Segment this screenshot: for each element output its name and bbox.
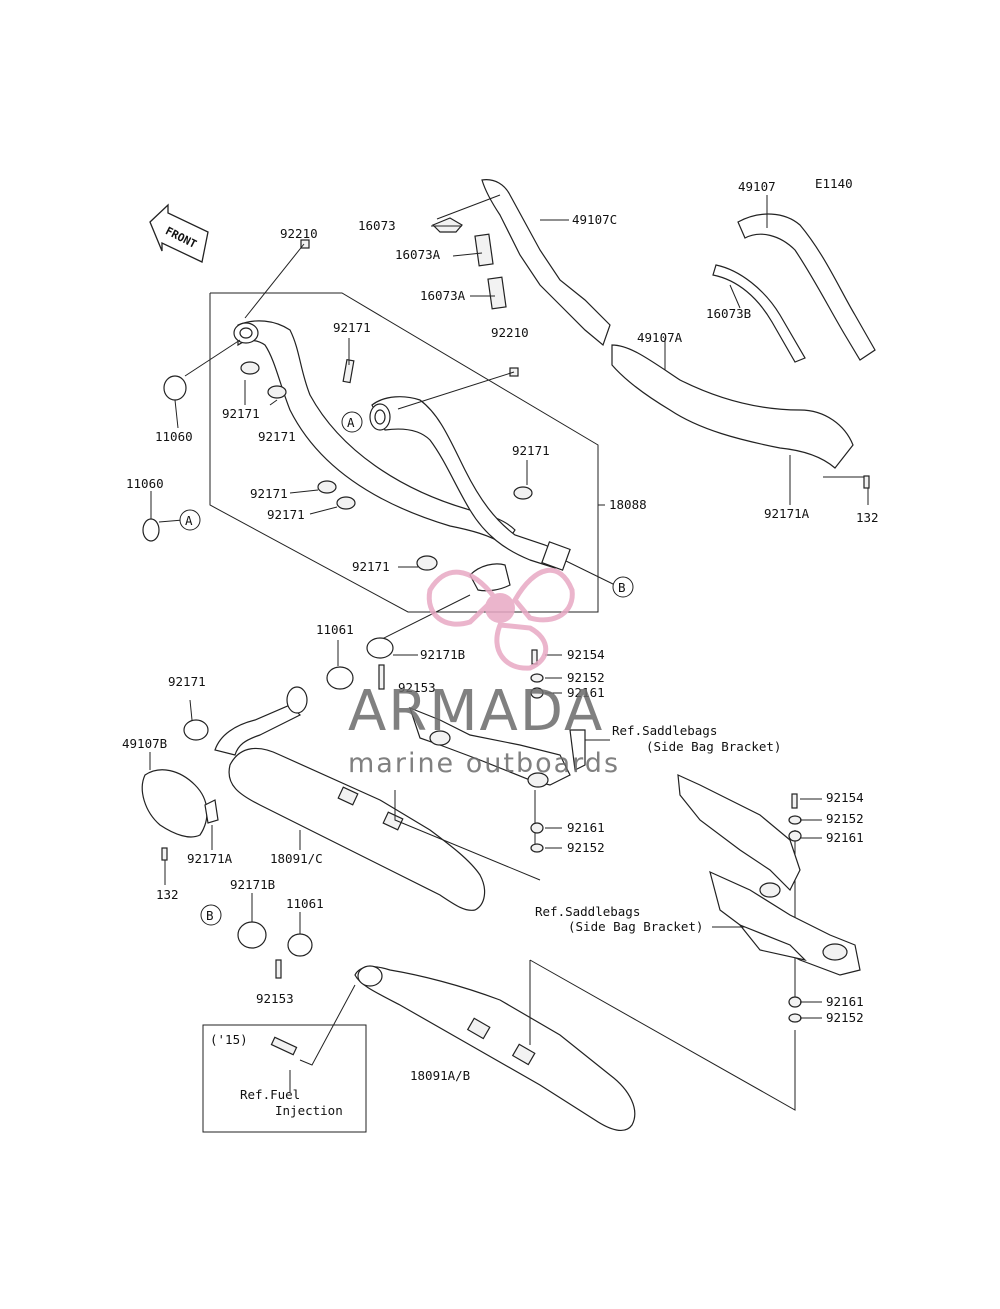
callout-b-left-label: B	[206, 908, 214, 923]
muffler-18091AB	[354, 965, 636, 1132]
label-ref-fuel-a: Ref.Fuel	[240, 1087, 300, 1102]
hardware-bolts-washers	[161, 475, 870, 1023]
label-16073A-2: 16073A	[420, 288, 466, 303]
label-92161-4: 92161	[826, 994, 864, 1009]
pad-16073	[431, 217, 463, 233]
label-92171-6: 92171	[512, 443, 550, 458]
clamp-92171B-upper	[366, 637, 418, 659]
label-92153-2: 92153	[256, 991, 294, 1006]
label-ref-saddle-2a: Ref.Saddlebags	[535, 904, 640, 919]
callout-b-right-label: B	[618, 580, 626, 595]
label-92171-3: 92171	[258, 429, 296, 444]
label-92161-1: 92161	[567, 685, 605, 700]
pad-16073A-2	[487, 276, 507, 310]
heat-shield-pad-16073B	[712, 264, 806, 363]
front-arrow-icon: FRONT	[149, 203, 209, 263]
label-132-2: 132	[156, 887, 179, 902]
label-92171A-1: 92171A	[764, 506, 810, 521]
label-16073: 16073	[358, 218, 396, 233]
label-ref-saddle-1b: (Side Bag Bracket)	[646, 739, 781, 754]
label-49107A: 49107A	[637, 330, 683, 345]
armada-watermark: ARMADA marine outboards	[348, 567, 620, 779]
label-inset-year: ('15)	[210, 1032, 248, 1047]
watermark-tagline: marine outboards	[348, 748, 620, 779]
label-16073B: 16073B	[706, 306, 751, 321]
label-92171-7: 92171	[352, 559, 390, 574]
part-labels: 16073 16073A 16073A 49107C 49107 16073B …	[122, 179, 879, 1118]
label-11060-1: 11060	[155, 429, 193, 444]
label-92152-3: 92152	[826, 811, 864, 826]
label-92154-2: 92154	[826, 790, 864, 805]
sleeve-11061-lower	[287, 912, 313, 957]
tip-shield-49107B	[141, 699, 219, 885]
diagram-code: E1140	[815, 176, 853, 191]
label-18091C: 18091/C	[270, 851, 323, 866]
label-92171B-2: 92171B	[230, 877, 275, 892]
label-92154-1: 92154	[567, 647, 605, 662]
label-92171-1: 92171	[333, 320, 371, 335]
label-92152-4: 92152	[826, 1010, 864, 1025]
label-11061-1: 11061	[316, 622, 354, 637]
label-ref-saddle-2b: (Side Bag Bracket)	[568, 919, 703, 934]
inset-fuel-injection	[202, 984, 367, 1133]
propeller-logo-icon	[426, 567, 575, 671]
label-18091AB: 18091A/B	[410, 1068, 470, 1083]
watermark-brand: ARMADA	[348, 679, 604, 744]
clamp-92171B-lower	[237, 893, 267, 949]
heat-shield-49107A	[611, 344, 854, 469]
callout-a-top-label: A	[347, 415, 355, 430]
label-92210-2: 92210	[491, 325, 529, 340]
saddlebag-bracket-lower	[677, 774, 861, 976]
label-11061-2: 11061	[286, 896, 324, 911]
callout-b-left: B	[200, 904, 222, 926]
label-ref-fuel-b: Injection	[275, 1103, 343, 1118]
callout-a-left-label: A	[185, 513, 193, 528]
muffler-18091C	[214, 686, 486, 911]
callout-a-left: A	[179, 509, 201, 531]
label-132-1: 132	[856, 510, 879, 525]
label-49107C: 49107C	[572, 212, 617, 227]
callout-b-right: B	[612, 576, 634, 598]
label-92171-5: 92171	[267, 507, 305, 522]
label-92171-8: 92171	[168, 674, 206, 689]
label-92153-1: 92153	[398, 680, 436, 695]
heat-shield-49107C	[481, 179, 611, 347]
label-92171B-1: 92171B	[420, 647, 465, 662]
label-ref-saddle-1a: Ref.Saddlebags	[612, 723, 717, 738]
saddlebag-bracket-upper	[409, 706, 610, 788]
label-92152-1: 92152	[567, 670, 605, 685]
label-92161-3: 92161	[826, 830, 864, 845]
label-49107B: 49107B	[122, 736, 167, 751]
label-92161-2: 92161	[567, 820, 605, 835]
label-16073A-1: 16073A	[395, 247, 441, 262]
callout-a-top: A	[341, 411, 363, 433]
leader-lines	[150, 194, 869, 641]
label-18088: 18088	[609, 497, 647, 512]
label-11060-2: 11060	[126, 476, 164, 491]
heat-shield-49107	[737, 213, 876, 361]
label-92152-2: 92152	[567, 840, 605, 855]
pad-16073A-1	[474, 233, 494, 267]
gaskets-11060	[142, 375, 187, 542]
clamps-92171	[240, 358, 533, 571]
label-92171-4: 92171	[250, 486, 288, 501]
label-92210-1: 92210	[280, 226, 318, 241]
label-92171-2: 92171	[222, 406, 260, 421]
header-frame	[209, 292, 605, 613]
label-49107: 49107	[738, 179, 776, 194]
label-92171A-2: 92171A	[187, 851, 233, 866]
sleeve-11061-upper	[326, 640, 354, 690]
